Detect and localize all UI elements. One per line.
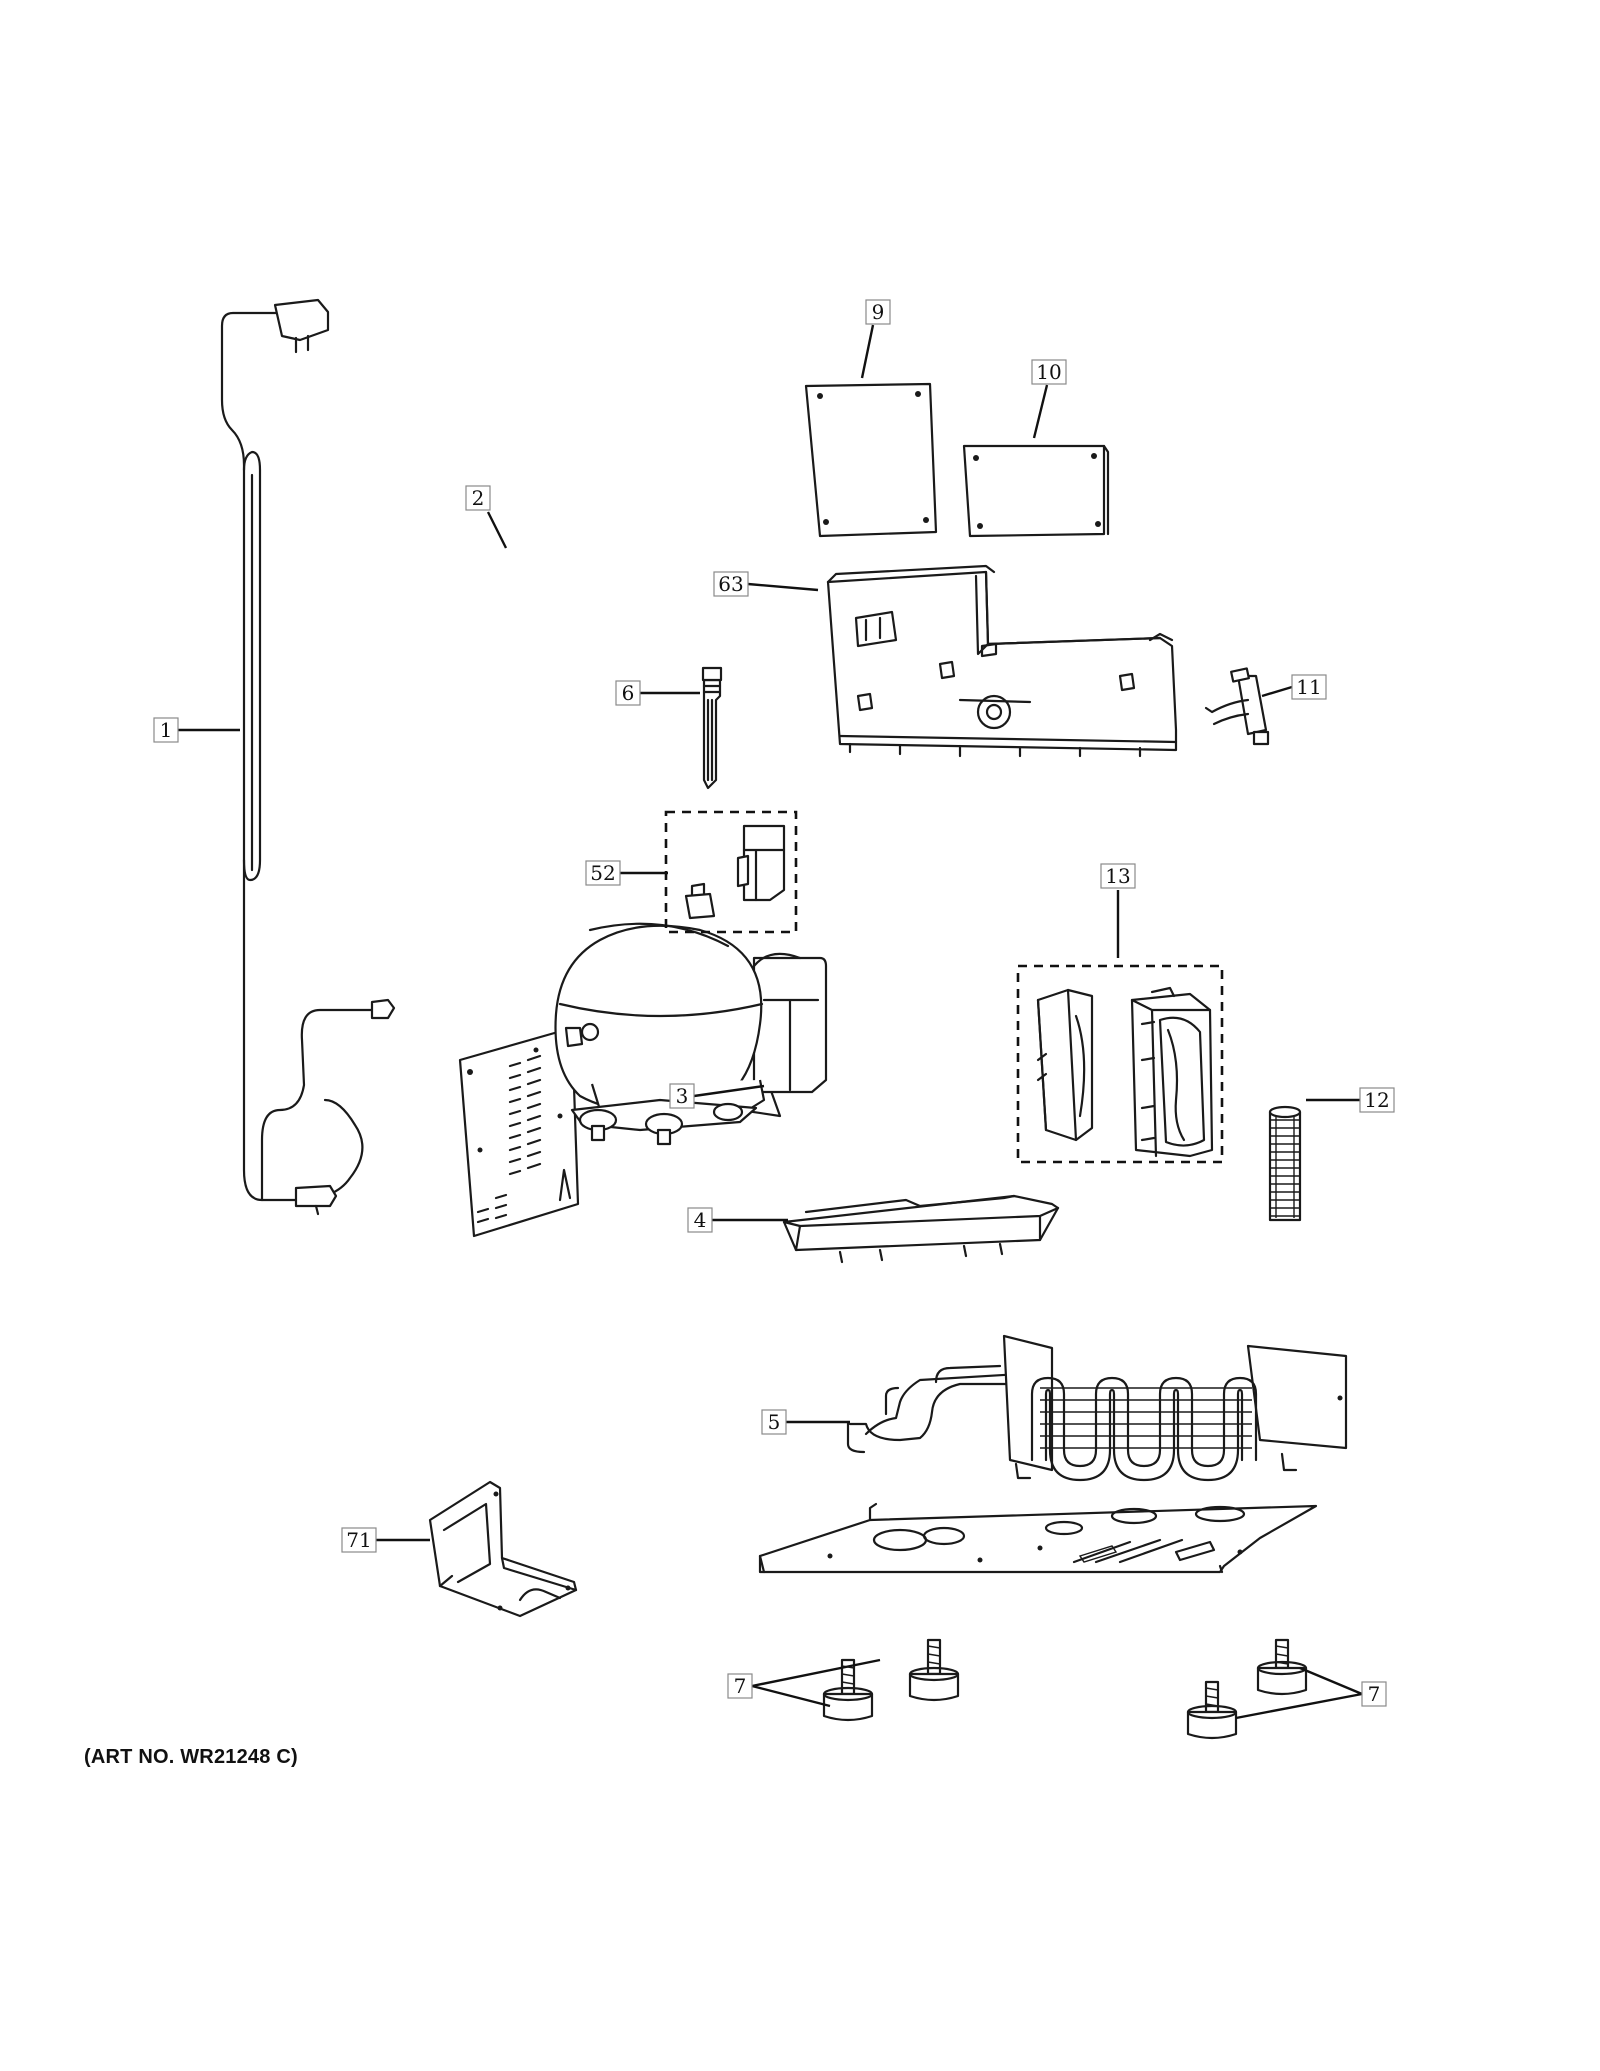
callout-13-text: 13 xyxy=(1105,864,1130,888)
callout-12: 12 xyxy=(1359,1087,1395,1113)
leader-lines xyxy=(178,324,1363,1720)
callout-63-text: 63 xyxy=(718,572,743,596)
callout-63: 63 xyxy=(713,571,749,597)
callout-1-text: 1 xyxy=(160,718,173,742)
callout-9: 9 xyxy=(865,299,891,325)
callout-7-right: 7 xyxy=(1361,1681,1387,1707)
callout-2-text: 2 xyxy=(472,486,485,510)
part-63-housing xyxy=(826,564,1178,758)
part-5-condenser xyxy=(846,1334,1348,1482)
callout-6-text: 6 xyxy=(622,681,635,705)
callout-4: 4 xyxy=(687,1207,713,1233)
callout-3-text: 3 xyxy=(676,1084,689,1108)
part-7-leg-b2 xyxy=(1186,1680,1238,1740)
callout-4-text: 4 xyxy=(694,1208,707,1232)
part-9-panel xyxy=(804,382,938,538)
callout-6: 6 xyxy=(615,680,641,706)
part-13-fan-assembly xyxy=(1016,964,1224,1164)
callout-7-right-text: 7 xyxy=(1368,1682,1381,1706)
part-1-tubing xyxy=(220,298,396,1216)
part-6-probe xyxy=(701,666,723,790)
callout-10: 10 xyxy=(1031,359,1067,385)
callout-71: 71 xyxy=(341,1527,377,1553)
part-7-leg-a2 xyxy=(908,1638,960,1702)
part-3-compressor xyxy=(554,922,828,1146)
base-plate xyxy=(758,1502,1318,1574)
callout-12-text: 12 xyxy=(1364,1088,1389,1112)
callout-13: 13 xyxy=(1100,863,1136,889)
part-4-drain-tray xyxy=(782,1194,1060,1264)
callout-11-text: 11 xyxy=(1296,675,1321,699)
callout-7-left-text: 7 xyxy=(734,1674,747,1698)
callout-52: 52 xyxy=(585,860,621,886)
callout-1: 1 xyxy=(153,717,179,743)
callout-7-left: 7 xyxy=(727,1673,753,1699)
part-52-relay-group xyxy=(664,810,798,934)
part-7-leg-a1 xyxy=(822,1658,874,1722)
callout-52-text: 52 xyxy=(590,861,615,885)
callout-10-text: 10 xyxy=(1036,360,1061,384)
callout-5: 5 xyxy=(761,1409,787,1435)
callout-2: 2 xyxy=(465,485,491,511)
part-10-panel xyxy=(962,444,1110,538)
part-7-leg-b1 xyxy=(1256,1638,1308,1696)
part-12-hose xyxy=(1268,1105,1302,1222)
callout-11: 11 xyxy=(1291,674,1327,700)
callout-9-text: 9 xyxy=(872,300,885,324)
callout-71-text: 71 xyxy=(346,1528,371,1552)
part-11-fitting xyxy=(1204,667,1270,746)
part-71-bracket xyxy=(428,1480,578,1618)
callout-5-text: 5 xyxy=(768,1410,781,1434)
part-2-cover-plate xyxy=(458,1026,580,1238)
art-number-caption: (ART NO. WR21248 C) xyxy=(84,1746,298,1768)
callout-3: 3 xyxy=(669,1083,695,1109)
